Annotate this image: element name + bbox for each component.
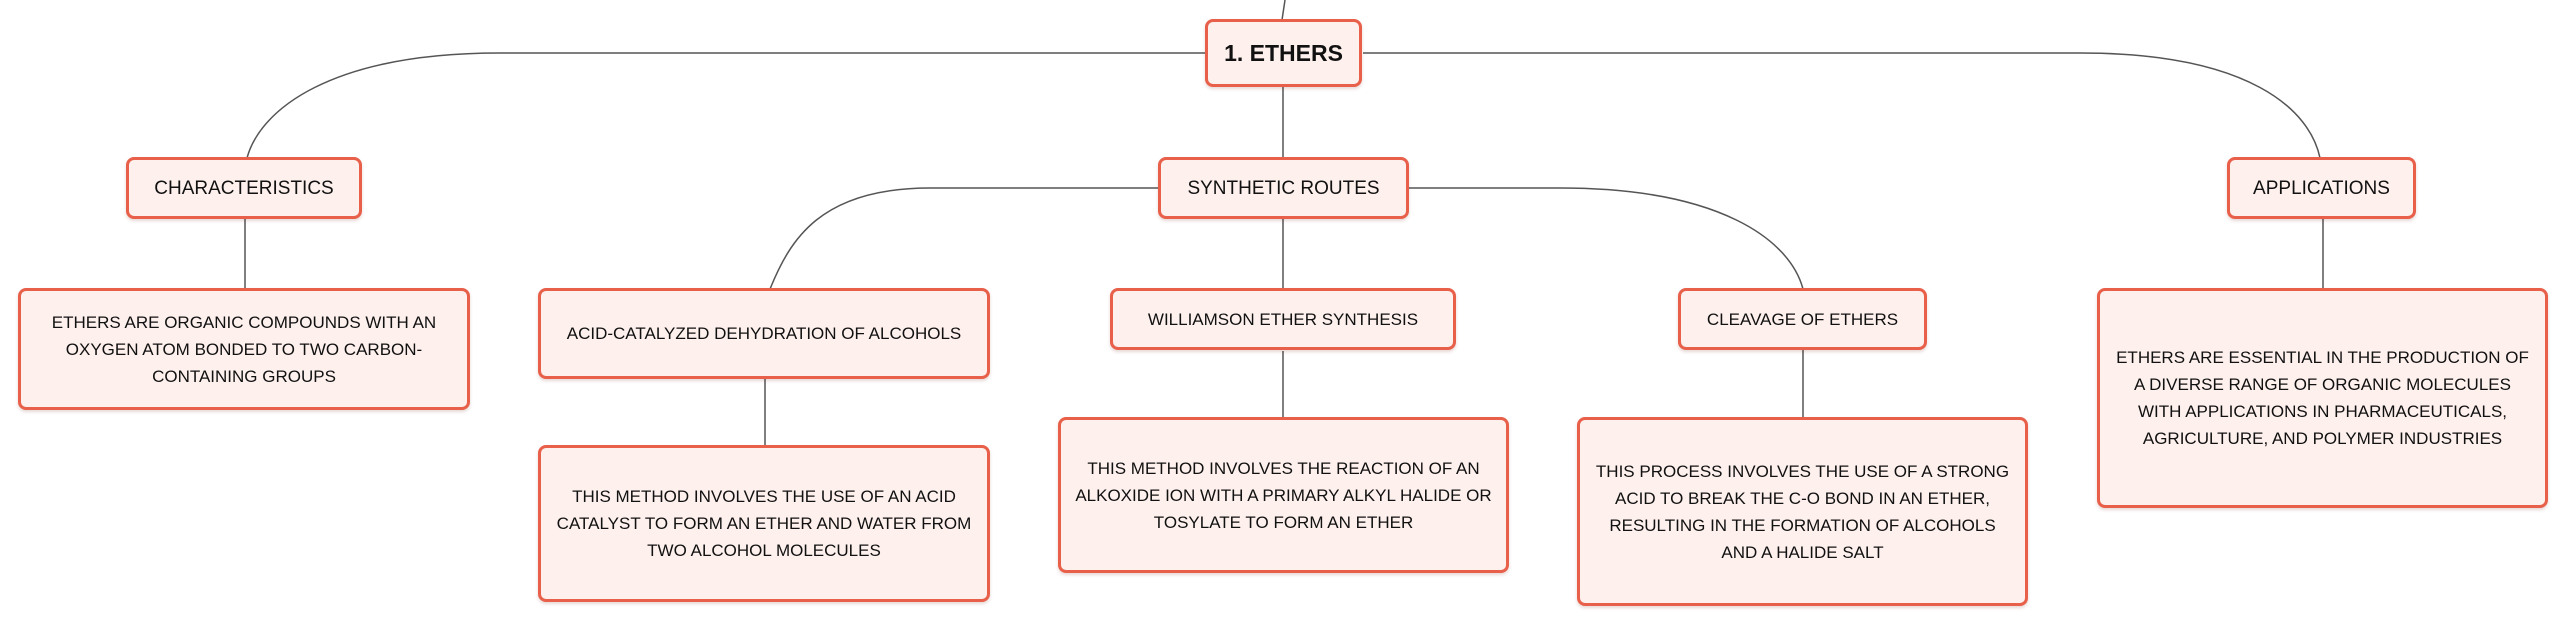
root-label: 1. ETHERS — [1224, 39, 1343, 66]
acid-catalyzed-node[interactable]: ACID-CATALYZED DEHYDRATION OF ALCOHOLS — [538, 288, 990, 379]
williamson-detail-node[interactable]: THIS METHOD INVOLVES THE REACTION OF AN … — [1058, 417, 1509, 573]
characteristics-detail-text: ETHERS ARE ORGANIC COMPOUNDS WITH AN OXY… — [51, 312, 437, 386]
applications-detail-node[interactable]: ETHERS ARE ESSENTIAL IN THE PRODUCTION O… — [2097, 288, 2548, 508]
acid-catalyzed-label: ACID-CATALYZED DEHYDRATION OF ALCOHOLS — [566, 324, 962, 343]
characteristics-node[interactable]: CHARACTERISTICS — [126, 157, 362, 219]
cleavage-detail-node[interactable]: THIS PROCESS INVOLVES THE USE OF A STRON… — [1577, 417, 2028, 606]
root-node[interactable]: 1. ETHERS — [1205, 19, 1362, 87]
connector-root-incoming — [1281, 0, 1286, 21]
cleavage-detail-text: THIS PROCESS INVOLVES THE USE OF A STRON… — [1595, 461, 2010, 562]
connector-synthetic-acid — [769, 187, 1160, 290]
williamson-label: WILLIAMSON ETHER SYNTHESIS — [1147, 309, 1419, 329]
applications-detail-text: ETHERS ARE ESSENTIAL IN THE PRODUCTION O… — [2116, 348, 2529, 448]
connector-root-applications — [1363, 52, 2321, 159]
acid-catalyzed-detail-node[interactable]: THIS METHOD INVOLVES THE USE OF AN ACID … — [538, 445, 990, 602]
synthetic-routes-label: SYNTHETIC ROUTES — [1187, 177, 1380, 199]
williamson-node[interactable]: WILLIAMSON ETHER SYNTHESIS — [1110, 288, 1456, 350]
applications-node[interactable]: APPLICATIONS — [2227, 157, 2416, 219]
connector-synthetic-cleavage — [1407, 187, 1804, 290]
synthetic-routes-node[interactable]: SYNTHETIC ROUTES — [1158, 157, 1409, 219]
cleavage-label: CLEAVAGE OF ETHERS — [1706, 309, 1899, 329]
acid-catalyzed-detail-text: THIS METHOD INVOLVES THE USE OF AN ACID … — [556, 487, 972, 560]
cleavage-node[interactable]: CLEAVAGE OF ETHERS — [1678, 288, 1927, 350]
williamson-detail-text: THIS METHOD INVOLVES THE REACTION OF AN … — [1075, 458, 1492, 532]
characteristics-label: CHARACTERISTICS — [154, 177, 334, 199]
characteristics-detail-node[interactable]: ETHERS ARE ORGANIC COMPOUNDS WITH AN OXY… — [18, 288, 470, 410]
connector-root-characteristics — [246, 52, 1207, 159]
applications-label: APPLICATIONS — [2253, 177, 2390, 199]
